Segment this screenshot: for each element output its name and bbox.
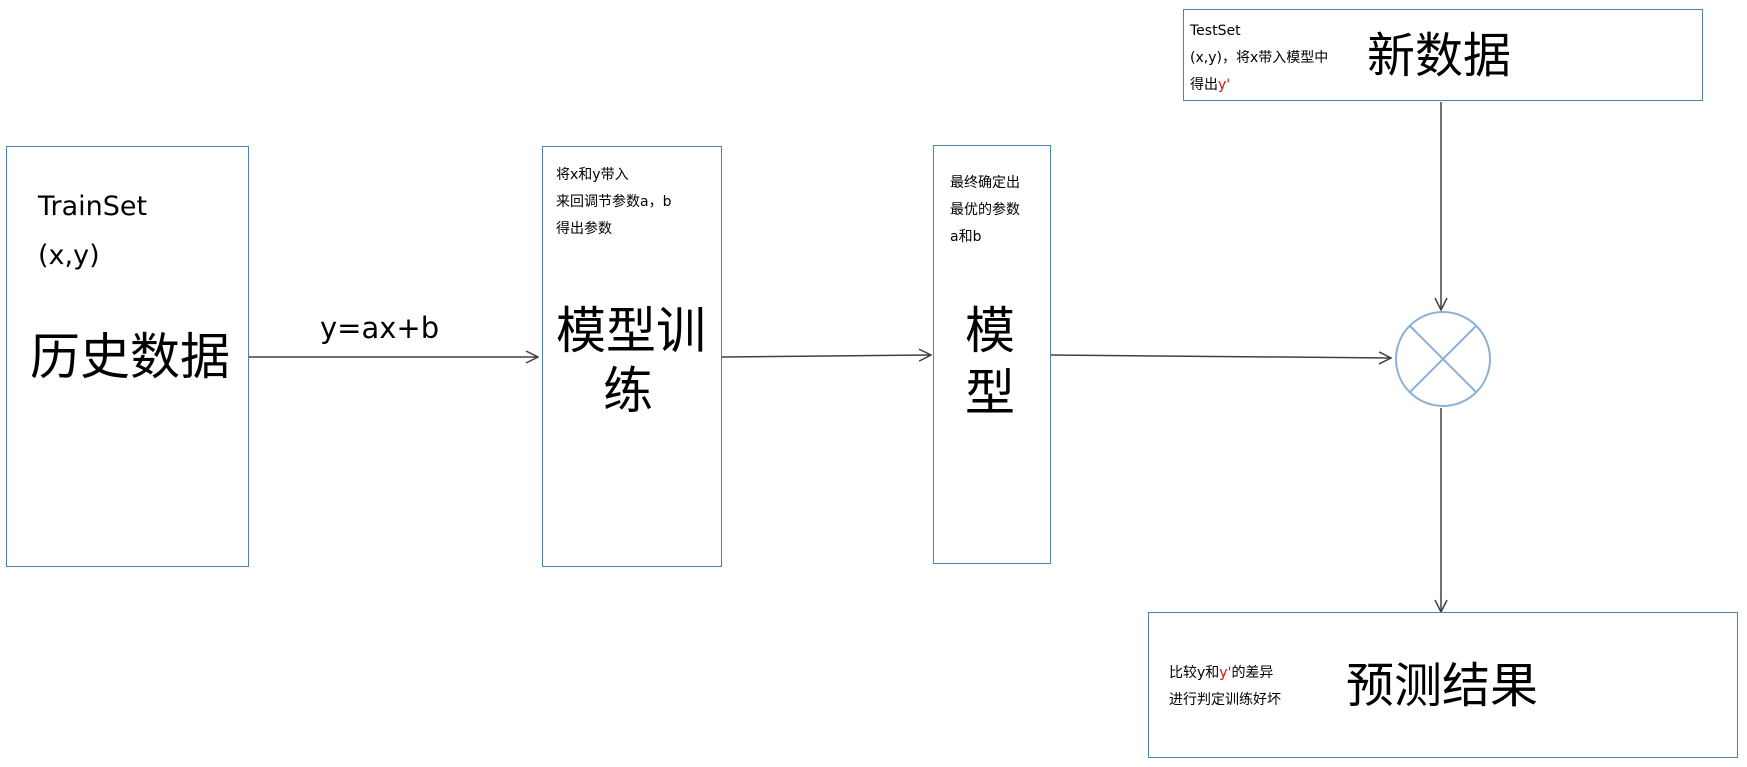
training-note-line3: 得出参数 [556,221,612,237]
model-box [933,145,1051,564]
training-title-line1: 模型训 [556,302,706,360]
training-note-line2: 来回调节参数a，b [556,194,672,210]
prediction-result-box [1148,612,1738,758]
model-note-line1: 最终确定出 [950,175,1020,191]
new-data-note-prefix: 得出 [1190,77,1218,93]
history-data-title: 历史数据 [30,328,230,386]
new-data-note-line3: 得出y' [1190,72,1230,99]
new-data-note-line2: (x,y)，将x带入模型中 [1190,50,1329,66]
new-data-box [1183,9,1703,101]
training-note-line1: 将x和y带入 [556,167,629,183]
compare-operator-icon [1395,311,1491,407]
testset-label: TestSet [1190,23,1241,39]
history-data-box [6,146,249,567]
result-note-line2: 进行判定训练好坏 [1169,692,1281,708]
y-prime-highlight-result: y' [1219,665,1232,681]
result-note-prefix: 比较y和 [1169,665,1220,681]
model-title-line1: 模 [965,302,1015,360]
model-title-line2: 型 [965,364,1015,422]
y-prime-highlight: y' [1218,77,1231,93]
trainset-pair: (x,y) [38,240,100,271]
prediction-result-title: 预测结果 [1346,658,1539,714]
result-note-suffix: 的差异 [1231,665,1274,681]
model-note-line3: a和b [950,229,982,245]
training-title-line2: 练 [603,362,653,420]
model-training-box [542,146,722,567]
model-note-line2: 最优的参数 [950,202,1020,218]
equation-label: y=ax+b [320,311,440,345]
result-note-line1: 比较y和y'的差异 [1169,660,1273,687]
trainset-label: TrainSet [38,191,148,222]
arrow-model-to-compare [1049,355,1391,358]
arrow-training-to-model [721,355,931,357]
new-data-title: 新数据 [1367,28,1512,84]
